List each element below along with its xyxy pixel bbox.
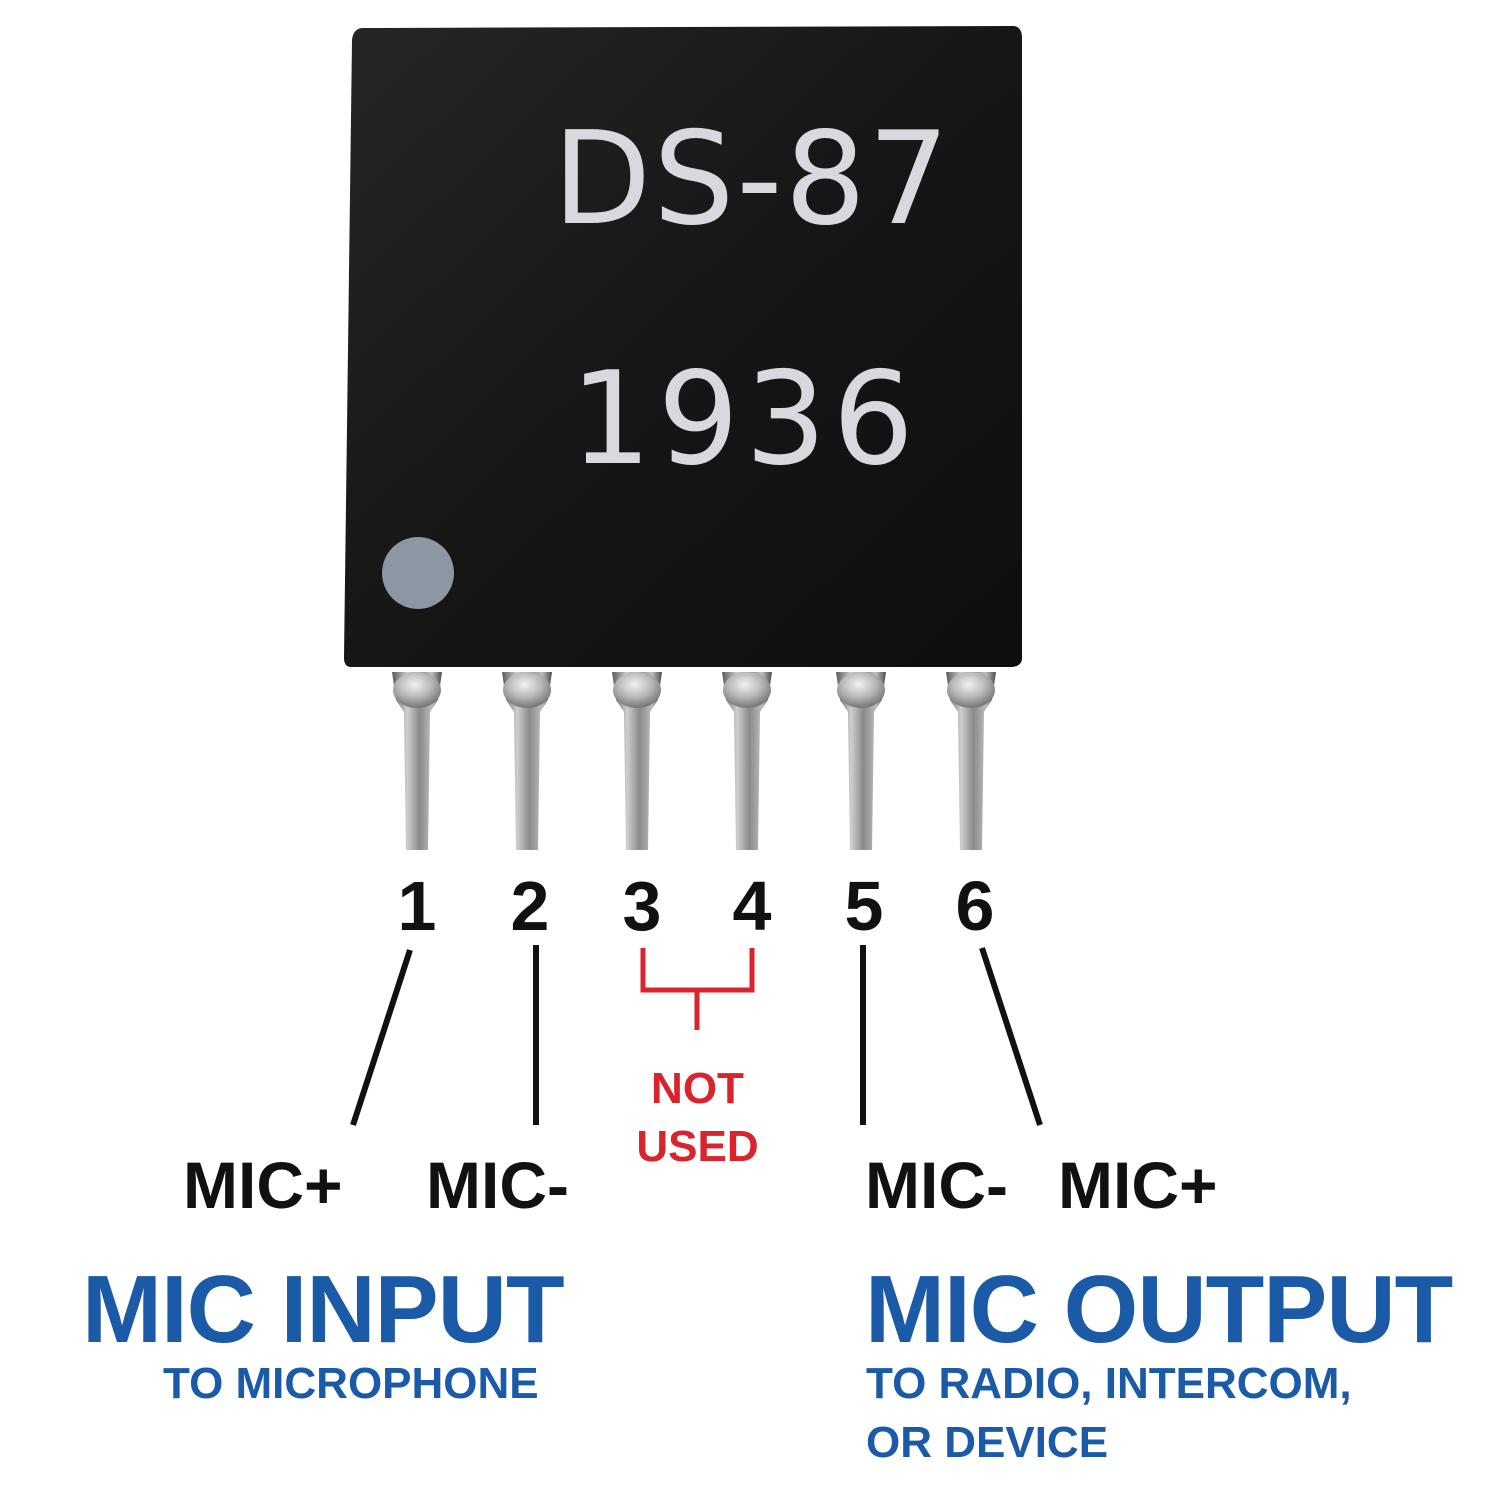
- pin2-label: MIC-: [426, 1148, 569, 1222]
- pin-number-6: 6: [956, 867, 995, 945]
- pin5-label: MIC-: [865, 1148, 1008, 1222]
- chip-body: DS-87 1936: [344, 26, 1022, 667]
- pin-numbers: 1 2 3 4 5 6: [398, 867, 995, 945]
- mic-output-subtitle-line2: OR DEVICE: [866, 1418, 1109, 1467]
- pin6-label: MIC+: [1058, 1148, 1218, 1222]
- pin-number-1: 1: [398, 867, 437, 945]
- chip-marking-code: 1936: [570, 345, 920, 494]
- leader-lines: [350, 945, 1043, 1126]
- mic-input-subtitle: TO MICROPHONE: [163, 1359, 539, 1408]
- mic-input-title: MIC INPUT: [82, 1256, 565, 1363]
- mic-output-subtitle-line1: TO RADIO, INTERCOM,: [866, 1359, 1352, 1408]
- not-used-label: NOT USED: [620, 1060, 775, 1176]
- pin-lead-1: [392, 672, 442, 850]
- not-used-line2: USED: [636, 1122, 759, 1171]
- not-used-bracket: [640, 948, 755, 1030]
- pin-lead-4: [722, 672, 772, 850]
- chip-leads: [392, 672, 996, 850]
- pin-number-5: 5: [845, 867, 884, 945]
- pin1-indicator-dot: [382, 537, 454, 609]
- leader-line-pin1: [350, 949, 413, 1126]
- not-used-line1: NOT: [651, 1064, 744, 1113]
- pin-number-3: 3: [623, 867, 662, 945]
- mic-output-title: MIC OUTPUT: [865, 1256, 1453, 1363]
- pin-number-4: 4: [733, 867, 772, 945]
- pin-lead-6: [946, 672, 996, 850]
- pin-number-2: 2: [511, 867, 550, 945]
- pin-lead-3: [612, 672, 662, 850]
- leader-line-pin6: [979, 947, 1043, 1126]
- pin-lead-5: [836, 672, 886, 850]
- pin-lead-2: [502, 672, 552, 850]
- pin1-label: MIC+: [183, 1148, 343, 1222]
- chip-marking-part: DS-87: [553, 105, 952, 254]
